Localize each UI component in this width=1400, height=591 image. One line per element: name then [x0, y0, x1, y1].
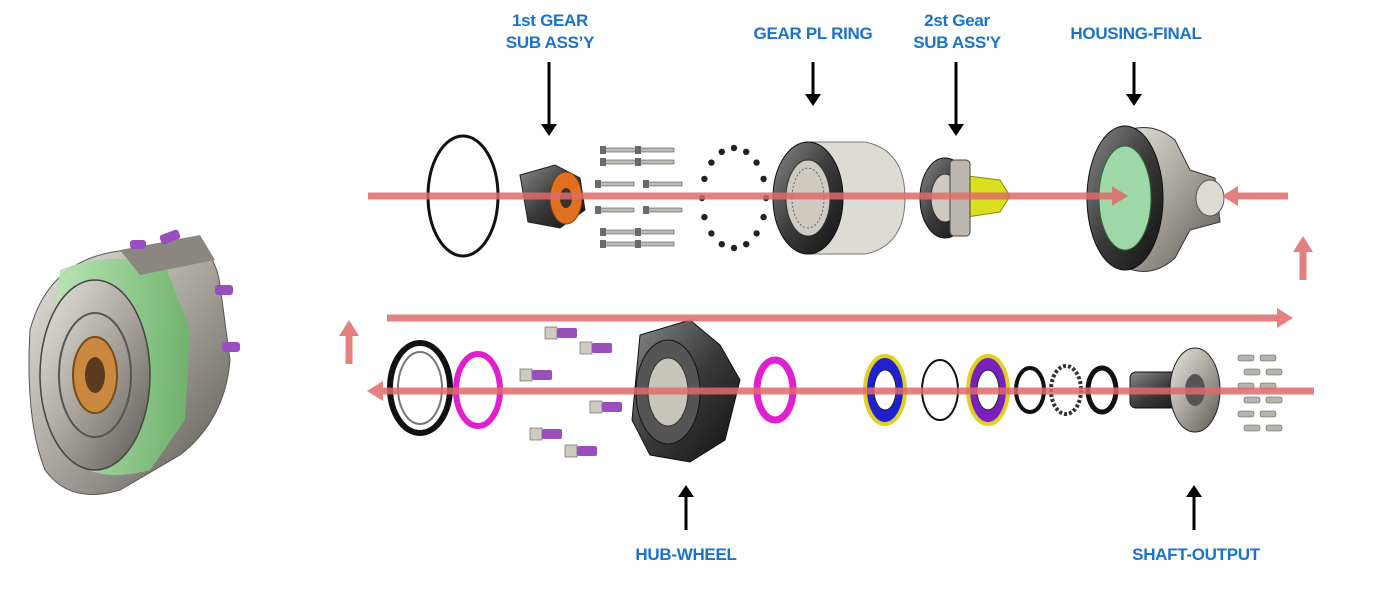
label-shaft-output: SHAFT-OUTPUT: [1118, 544, 1274, 566]
bolt: [600, 228, 640, 236]
pin: [760, 175, 767, 183]
pin: [760, 213, 767, 221]
bolt: [635, 146, 675, 154]
pin: [743, 148, 750, 155]
wheel-stud: [579, 341, 612, 355]
label-gear2-line2: SUB ASS'Y: [913, 33, 1001, 52]
wheel-stud: [529, 427, 562, 441]
flow-arrow-3: [387, 308, 1293, 328]
flange-bolt: [1243, 396, 1261, 404]
bolt: [600, 158, 640, 166]
label-shaft-text: SHAFT-OUTPUT: [1132, 545, 1260, 564]
label-hub-text: HUB-WHEEL: [635, 545, 737, 564]
pin: [718, 148, 725, 155]
bolt: [600, 146, 640, 154]
flow-arrow-2: [1293, 236, 1313, 280]
label-gear2-line1: 2st Gear: [924, 11, 990, 30]
bolt: [643, 206, 683, 214]
flange-bolt: [1243, 368, 1261, 376]
pin: [753, 159, 760, 166]
bolt-set-top: [595, 146, 683, 248]
label-gear2-subassembly: 2st Gear SUB ASS'Y: [902, 10, 1012, 54]
pointer-arrow-gear2: [948, 62, 964, 136]
wheel-stud: [544, 326, 577, 340]
bolt: [643, 180, 683, 188]
flange-bolt: [1259, 354, 1277, 362]
flange-bolt: [1237, 410, 1255, 418]
label-gear1-line1: 1st GEAR: [511, 11, 588, 30]
pointer-arrows: [541, 62, 1202, 530]
pin: [730, 144, 738, 152]
flange-bolt: [1243, 424, 1261, 432]
bolt: [635, 240, 675, 248]
bolt: [595, 206, 635, 214]
wheel-stud: [519, 368, 552, 382]
bolt-set-bottom: [519, 326, 622, 458]
flange-bolt: [1265, 368, 1283, 376]
pointer-arrow-gear-ring: [805, 62, 821, 106]
label-housing-text: HOUSING-FINAL: [1070, 24, 1202, 43]
pointer-arrow-gear1: [541, 62, 557, 136]
flange-bolt: [1265, 424, 1283, 432]
pin: [730, 244, 738, 252]
label-gear-ring: GEAR PL RING: [745, 23, 881, 45]
flange-bolt: [1237, 354, 1255, 362]
flow-arrow-4: [339, 320, 359, 364]
assembled-unit-image: [28, 229, 240, 495]
flow-arrow-5: [367, 381, 1314, 401]
wheel-stud: [564, 444, 597, 458]
pin: [701, 213, 708, 221]
bolt-set-right: [1237, 354, 1283, 432]
bolt: [600, 240, 640, 248]
wheel-stud: [589, 400, 622, 414]
flow-arrow-6: [1222, 186, 1288, 206]
label-gear1-subassembly: 1st GEAR SUB ASS’Y: [490, 10, 610, 54]
bolt: [635, 228, 675, 236]
flow-arrow-1: [368, 186, 1128, 206]
pin: [743, 241, 750, 248]
pin-ring-top: [698, 144, 770, 252]
pin: [701, 175, 708, 183]
pointer-arrow-hub: [678, 485, 694, 530]
pin: [718, 241, 725, 248]
pin: [708, 230, 715, 237]
flange-bolt: [1265, 396, 1283, 404]
pin: [708, 159, 715, 166]
flange-bolt: [1259, 410, 1277, 418]
label-gear-ring-text: GEAR PL RING: [753, 24, 873, 43]
pin: [753, 230, 760, 237]
housing-final-image: [1086, 125, 1225, 272]
pointer-arrow-housing: [1126, 62, 1142, 106]
label-gear1-line2: SUB ASS’Y: [505, 33, 595, 52]
label-housing-final: HOUSING-FINAL: [1058, 23, 1214, 45]
bolt: [635, 158, 675, 166]
flow-arrows: [339, 186, 1314, 401]
gear-ring-image: [772, 141, 906, 255]
bolt: [595, 180, 635, 188]
label-hub-wheel: HUB-WHEEL: [620, 544, 752, 566]
pointer-arrow-shaft: [1186, 485, 1202, 530]
